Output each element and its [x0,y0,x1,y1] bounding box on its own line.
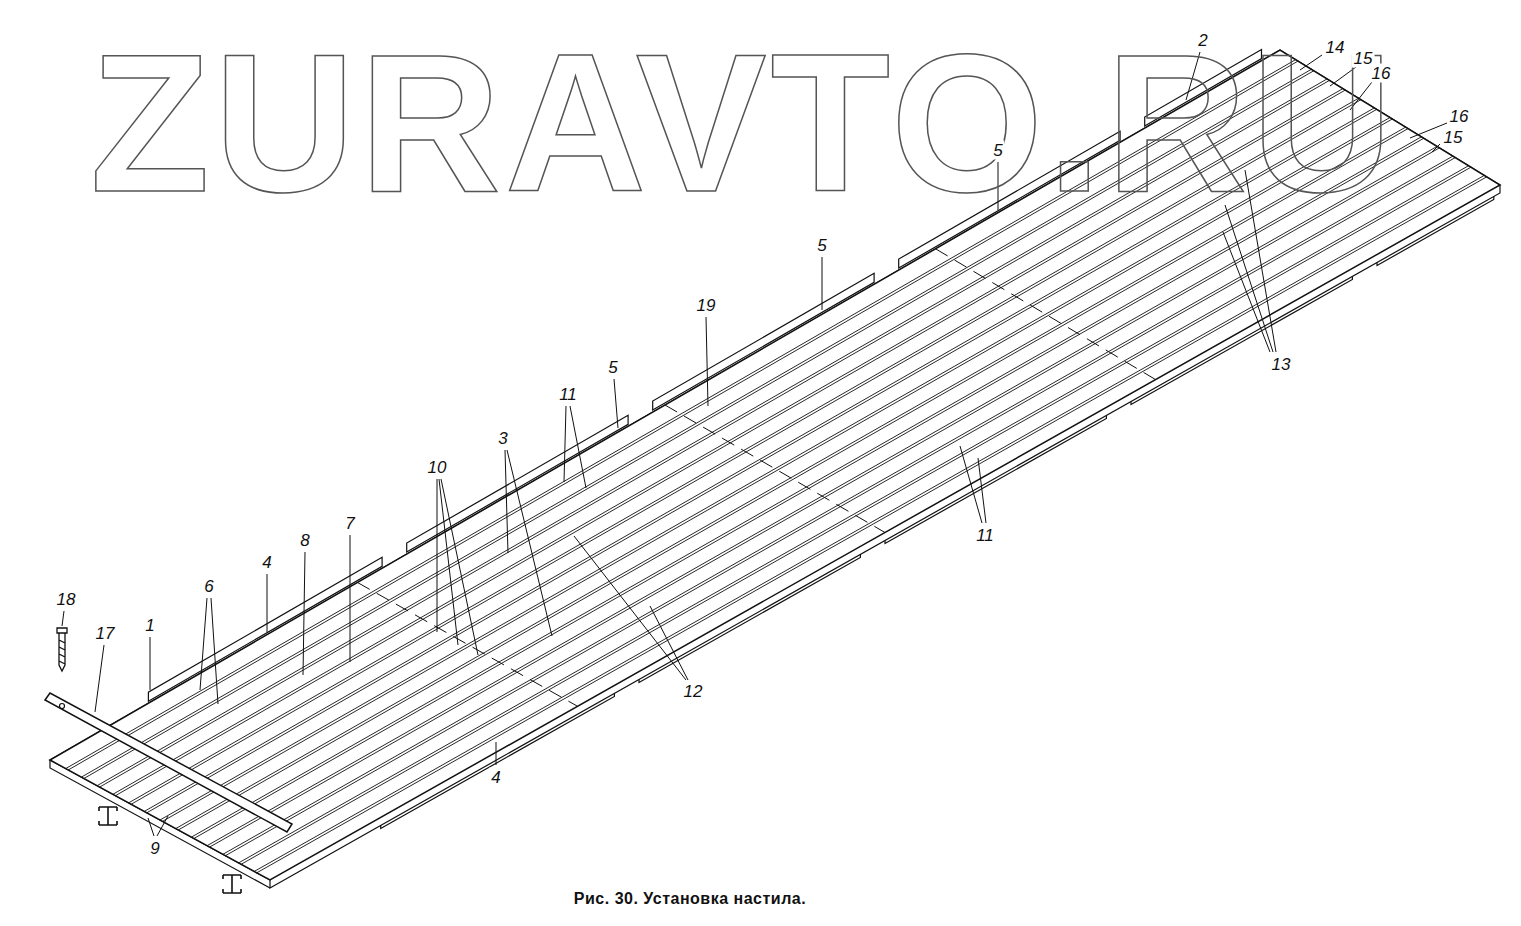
leader-line [303,552,305,675]
i-beam [99,807,117,825]
leader-line [150,637,151,690]
plank-joint [358,583,578,707]
callout-number: 11 [557,385,579,404]
callout-number: 14 [1324,38,1347,57]
callout-number: 5 [815,236,828,255]
leader-line [960,446,982,523]
bolt [57,628,67,671]
leader-line [95,645,104,712]
leader-line [706,317,708,406]
callout-number: 2 [1196,31,1209,50]
leader-line [507,450,552,636]
leader-line [1225,205,1273,352]
leader-line [496,742,497,765]
callout-number: 19 [695,296,718,315]
callout-number: 16 [1448,107,1471,126]
callout-number: 18 [55,590,78,609]
leader-line [267,574,268,632]
callout-number: 7 [343,514,356,533]
callout-number: 9 [148,839,161,858]
crossbar [45,693,292,832]
leader-line [211,598,218,704]
bolt-hole [60,704,65,709]
leader-line [157,816,168,836]
callout-number: 11 [974,526,996,545]
callout-number: 17 [94,624,117,643]
leader-line [437,479,438,632]
callout-number: 1 [143,616,156,635]
plank-joint [936,249,1156,380]
callout-number: 4 [489,768,502,787]
callout-number: 8 [298,531,311,550]
leader-line [570,406,586,488]
plank-joint [665,405,885,533]
leader-line [441,479,478,655]
callout-number: 16 [1370,64,1393,83]
figure-caption: Рис. 30. Установка настила. [574,890,806,908]
leader-line [505,450,508,553]
leader-line [200,598,207,690]
leader-line [1223,232,1270,352]
watermark: ZURAVTO.RU [90,26,1397,222]
leader-line [574,536,686,680]
callout-number: 6 [202,577,215,596]
callout-number: 5 [991,141,1004,160]
leader-line [564,406,566,482]
leader-line [62,611,64,626]
leader-line [614,379,618,428]
callout-number: 4 [260,553,273,572]
callout-number: 10 [426,458,449,477]
leader-line [350,535,351,662]
leader-line [978,458,986,523]
callout-number: 12 [682,682,705,701]
callout-number: 13 [1270,355,1293,374]
leader-line [148,818,154,836]
callout-number: 5 [606,358,619,377]
i-beam [223,875,241,893]
callout-number: 15 [1442,128,1465,147]
leader-line [822,257,823,310]
leader-line [439,479,458,645]
callout-number: 3 [496,429,509,448]
leader-line [650,606,688,680]
leader-line [1432,144,1440,152]
